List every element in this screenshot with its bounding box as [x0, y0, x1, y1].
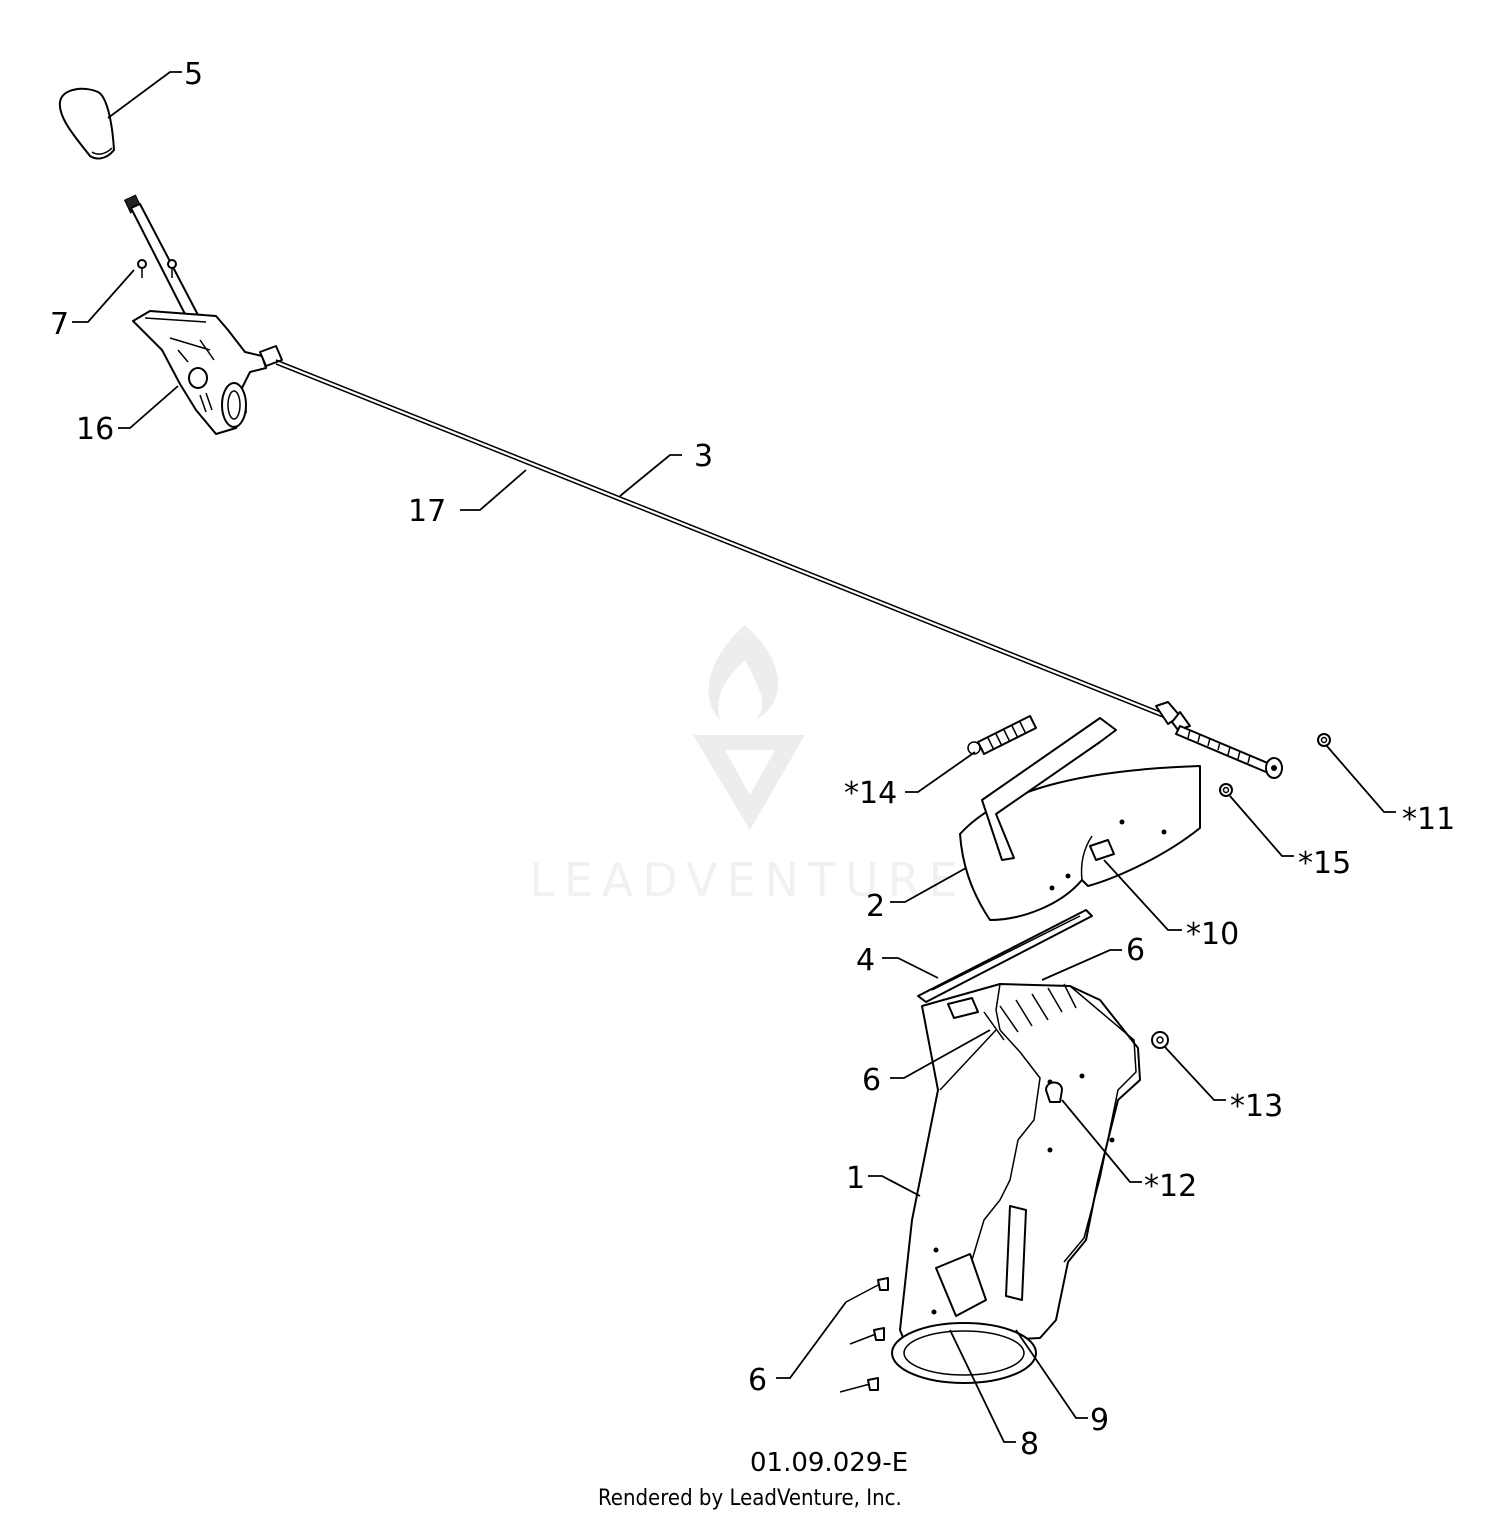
part-deflector	[959, 717, 1201, 921]
part-rivets	[839, 1277, 889, 1393]
callout-6-middle: 6	[862, 1063, 881, 1098]
render-credit: Rendered by LeadVenture, Inc.	[598, 1486, 902, 1511]
callout-12: *12	[1144, 1169, 1197, 1204]
callout-16: 16	[76, 412, 114, 447]
part-strip	[917, 909, 1093, 1003]
callout-2: 2	[866, 889, 885, 924]
watermark-v-icon	[693, 735, 805, 830]
callout-6-upper: 6	[1126, 933, 1145, 968]
callout-8: 8	[1020, 1427, 1039, 1462]
drawing-code: 01.09.029-E	[750, 1448, 908, 1478]
part-lever-assembly	[123, 194, 283, 435]
leader-lines	[72, 71, 1396, 1443]
callout-15: *15	[1298, 846, 1351, 881]
callout-11: *11	[1402, 802, 1455, 837]
callout-5: 5	[184, 57, 203, 92]
watermark-flame-icon	[708, 625, 779, 720]
watermark-text: LEADVENTURE	[529, 853, 967, 907]
part-spring	[967, 715, 1037, 755]
part-hardware	[1151, 733, 1331, 1049]
callout-labels: 5 7 16 17 3 *14 *11 *15 *10 2 4 6 6 *13 …	[50, 57, 1455, 1462]
callout-13: *13	[1230, 1089, 1283, 1124]
part-knob	[58, 87, 115, 160]
callout-4: 4	[856, 943, 875, 978]
callout-14: *14	[844, 776, 897, 811]
part-cable-end	[1155, 701, 1283, 779]
part-chute	[891, 983, 1141, 1384]
callout-10: *10	[1186, 917, 1239, 952]
callout-7: 7	[50, 307, 69, 342]
callout-17: 17	[408, 494, 446, 529]
part-cable	[275, 359, 1169, 720]
callout-6-lower: 6	[748, 1363, 767, 1398]
watermark: LEADVENTURE	[529, 625, 967, 907]
callout-9: 9	[1090, 1403, 1109, 1438]
callout-1: 1	[846, 1161, 865, 1196]
callout-3: 3	[694, 439, 713, 474]
